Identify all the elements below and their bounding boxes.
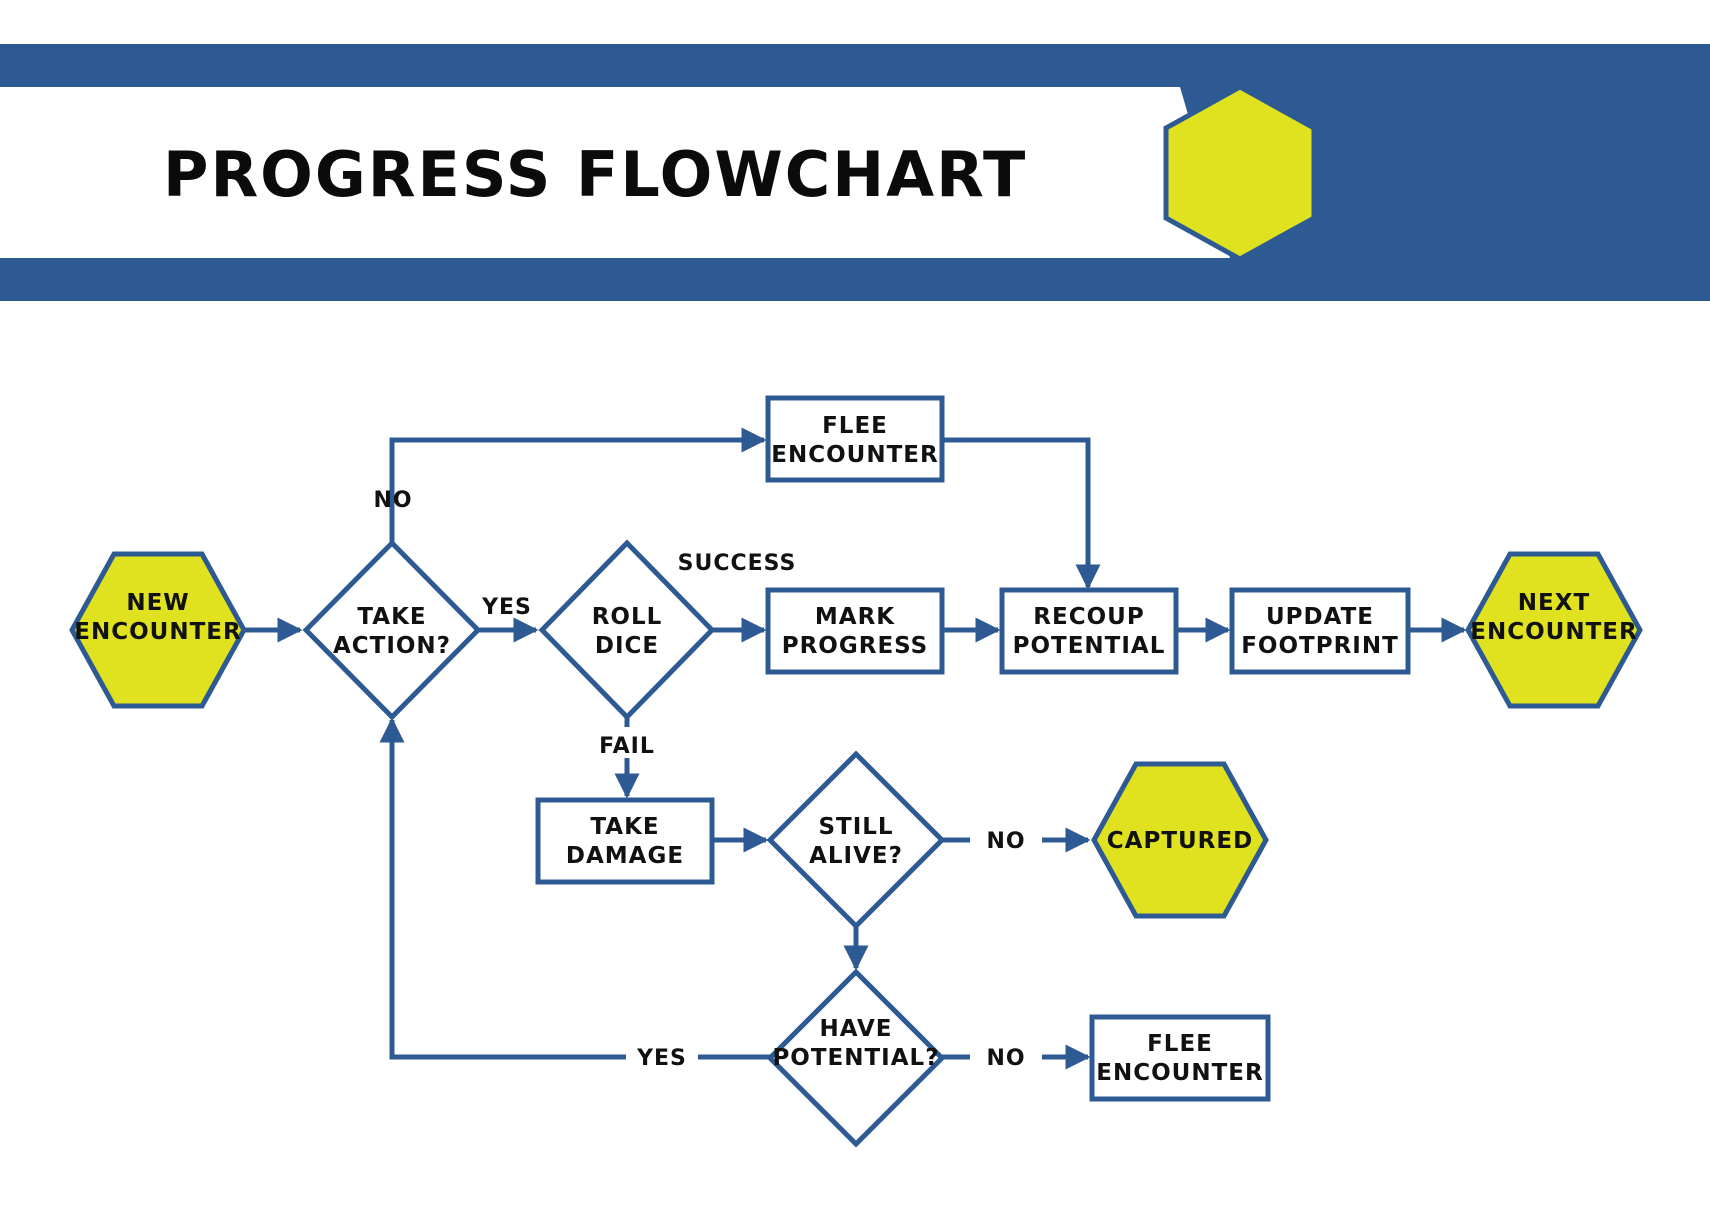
node-still-alive: STILL ALIVE? xyxy=(766,750,946,930)
edge-label-have-potential-no: NO xyxy=(986,1046,1025,1071)
have-potential-diamond xyxy=(766,968,946,1148)
mark-progress-label-2: PROGRESS xyxy=(782,633,929,659)
captured-hexagon xyxy=(1091,761,1269,919)
node-new-encounter: NEW ENCOUNTER xyxy=(69,551,247,709)
edge-label-roll-fail: FAIL xyxy=(599,734,655,759)
edge-flee-to-recoup xyxy=(942,437,1101,590)
page-title: PROGRESS FLOWCHART xyxy=(163,138,1027,211)
next-encounter-hexagon xyxy=(1465,551,1643,709)
new-encounter-label-2: ENCOUNTER xyxy=(74,619,241,645)
have-potential-label-1: HAVE xyxy=(820,1016,893,1042)
edge-have-potential-yes-to-take-action xyxy=(379,717,626,1060)
roll-dice-diamond xyxy=(538,539,716,721)
node-recoup-potential: RECOUP POTENTIAL xyxy=(999,587,1179,675)
still-alive-diamond xyxy=(766,750,946,930)
edge-take-action-no-to-flee xyxy=(389,427,767,543)
flee-encounter-top-box xyxy=(765,395,945,483)
mark-progress-label-1: MARK xyxy=(815,604,895,630)
node-have-potential: HAVE POTENTIAL? xyxy=(766,968,946,1148)
node-update-footprint: UPDATE FOOTPRINT xyxy=(1229,587,1411,675)
take-damage-box xyxy=(535,797,715,885)
roll-dice-label-1: ROLL xyxy=(592,604,663,630)
flee-encounter-bottom-label-2: ENCOUNTER xyxy=(1096,1060,1263,1086)
edge-label-take-action-no: NO xyxy=(373,488,412,513)
flee-encounter-bottom-box xyxy=(1089,1014,1271,1102)
flee-encounter-bottom-label-1: FLEE xyxy=(1147,1031,1213,1057)
connectors xyxy=(244,427,1467,1070)
flee-encounter-top-label-1: FLEE xyxy=(822,413,888,439)
banner-bottom-stripe xyxy=(0,258,1710,301)
node-mark-progress: MARK PROGRESS xyxy=(765,587,945,675)
mark-progress-box xyxy=(765,587,945,675)
take-action-diamond xyxy=(302,539,482,721)
flee-encounter-top-label-2: ENCOUNTER xyxy=(771,442,938,468)
edge-label-roll-success: SUCCESS xyxy=(678,551,797,576)
recoup-potential-label-2: POTENTIAL xyxy=(1013,633,1166,659)
next-encounter-label-1: NEXT xyxy=(1518,590,1590,616)
update-footprint-label-2: FOOTPRINT xyxy=(1241,633,1399,659)
edge-labels: NO YES SUCCESS FAIL NO YES NO xyxy=(373,488,1025,1071)
node-roll-dice: ROLL DICE xyxy=(538,539,716,721)
banner-top-stripe xyxy=(0,44,1710,87)
recoup-potential-label-1: RECOUP xyxy=(1033,604,1144,630)
update-footprint-box xyxy=(1229,587,1411,675)
take-damage-label-2: DAMAGE xyxy=(566,843,684,869)
update-footprint-label-1: UPDATE xyxy=(1266,604,1374,630)
still-alive-label-2: ALIVE? xyxy=(809,843,903,869)
recoup-potential-box xyxy=(999,587,1179,675)
next-encounter-label-2: ENCOUNTER xyxy=(1470,619,1637,645)
new-encounter-label-1: NEW xyxy=(126,590,189,616)
have-potential-label-2: POTENTIAL? xyxy=(772,1045,939,1071)
edge-label-take-action-yes: YES xyxy=(481,595,532,620)
banner-hexagon xyxy=(1163,84,1317,262)
still-alive-label-1: STILL xyxy=(818,814,893,840)
edge-label-have-potential-yes: YES xyxy=(636,1046,687,1071)
node-captured: CAPTURED xyxy=(1091,761,1269,919)
node-next-encounter: NEXT ENCOUNTER xyxy=(1465,551,1643,709)
node-take-damage: TAKE DAMAGE xyxy=(535,797,715,885)
take-action-label-2: ACTION? xyxy=(333,633,451,659)
roll-dice-label-2: DICE xyxy=(595,633,659,659)
header-banner: PROGRESS FLOWCHART xyxy=(0,44,1710,301)
new-encounter-hexagon xyxy=(69,551,247,709)
node-take-action: TAKE ACTION? xyxy=(302,539,482,721)
edge-label-still-alive-no: NO xyxy=(986,829,1025,854)
take-action-label-1: TAKE xyxy=(357,604,426,630)
node-flee-encounter-bottom: FLEE ENCOUNTER xyxy=(1089,1014,1271,1102)
node-flee-encounter-top: FLEE ENCOUNTER xyxy=(765,395,945,483)
take-damage-label-1: TAKE xyxy=(590,814,659,840)
captured-label: CAPTURED xyxy=(1107,828,1253,854)
